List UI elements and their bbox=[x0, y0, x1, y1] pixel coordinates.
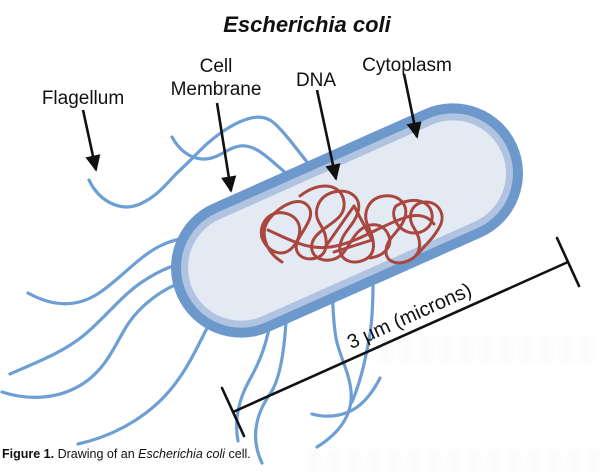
scale-bar-tick-left bbox=[220, 386, 246, 438]
scale-bar bbox=[220, 236, 581, 438]
flagellum-strand bbox=[310, 376, 382, 418]
cell-cytoplasm bbox=[188, 120, 506, 321]
scale-bar-label: 3 μm (microns) bbox=[344, 279, 475, 354]
dna-arrow bbox=[315, 89, 341, 181]
flagellum-arrow bbox=[81, 109, 101, 172]
dna-tangle bbox=[259, 184, 444, 265]
label-flagellum: Flagellum bbox=[41, 88, 125, 109]
flagellum-strand bbox=[76, 320, 212, 446]
cell-membrane-arrow bbox=[215, 102, 237, 193]
figure-title: Escherichia coli bbox=[223, 12, 391, 37]
caption-figure-number: Figure 1. bbox=[2, 447, 55, 461]
cytoplasm-arrow bbox=[402, 73, 422, 139]
caption-text-after: cell. bbox=[225, 447, 251, 461]
flagellum-strand bbox=[87, 115, 332, 209]
figure-caption: Figure 1. Drawing of an Escherichia coli… bbox=[2, 447, 251, 461]
flagellum-strand bbox=[8, 260, 194, 376]
pointer-arrows bbox=[81, 73, 422, 193]
flagellum-strand bbox=[254, 296, 289, 465]
flagellum-strand bbox=[26, 236, 194, 306]
caption-species: Escherichia coli bbox=[138, 447, 226, 461]
scale-bar-line bbox=[231, 260, 570, 414]
label-dna: DNA bbox=[295, 70, 337, 91]
dna-strand bbox=[266, 204, 436, 254]
flagellum-strand bbox=[0, 278, 190, 399]
scale-bar-tick-right bbox=[555, 236, 581, 288]
label-cell-membrane: Cell Membrane bbox=[171, 55, 262, 101]
label-cell-membrane-line1: Cell bbox=[199, 56, 233, 77]
bacterium-cell bbox=[171, 103, 523, 338]
label-cytoplasm: Cytoplasm bbox=[362, 55, 452, 76]
caption-text-before: Drawing of an bbox=[54, 447, 139, 461]
label-cell-membrane-line2: Membrane bbox=[170, 79, 262, 100]
